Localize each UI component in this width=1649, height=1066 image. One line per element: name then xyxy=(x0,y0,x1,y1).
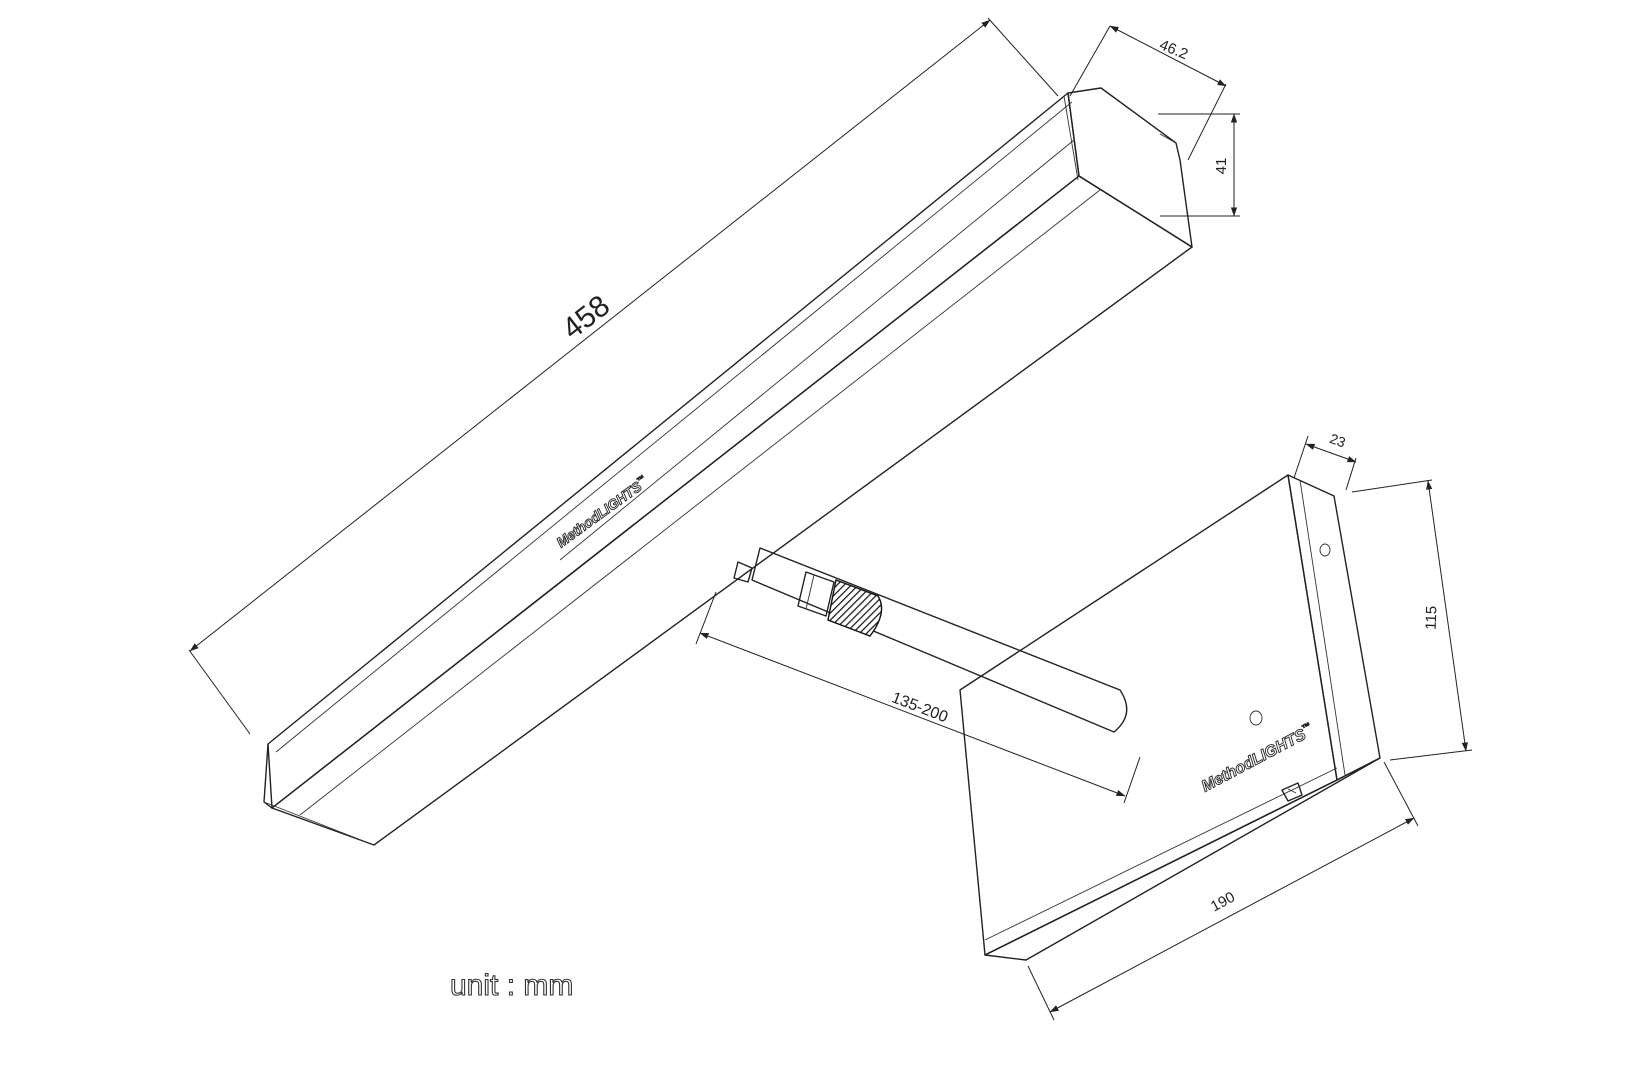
arm-rod xyxy=(751,547,1128,733)
light-bar-top-face xyxy=(267,92,1080,809)
arm-collar xyxy=(797,571,835,617)
svg-text:MethodLIGHTS™: MethodLIGHTS™ xyxy=(553,473,651,550)
dimension-base-depth-label: 23 xyxy=(1328,430,1348,450)
dimension-arm-length-label: 135-200 xyxy=(889,689,950,726)
base-front-hole xyxy=(1249,710,1263,726)
unit-label: unit : mm xyxy=(450,969,573,1002)
arm-knurled-knob xyxy=(827,579,883,637)
dimension-base-width: 190 xyxy=(1027,761,1419,1021)
dimension-length-label: 458 xyxy=(556,289,616,346)
light-bar-end-cap xyxy=(1067,87,1193,248)
base-brand-name-part1: Method xyxy=(1199,753,1258,795)
dimension-head-width: 46.2 xyxy=(1069,25,1227,161)
dimension-base-height-label: 115 xyxy=(1423,606,1441,631)
bar-brand-name-part1: Method xyxy=(553,508,603,550)
bar-brand-logo: MethodLIGHTS™ xyxy=(553,473,651,551)
dimension-base-width-label: 190 xyxy=(1208,889,1238,916)
light-bar xyxy=(263,87,1193,846)
base-side-screw-hole xyxy=(1319,543,1331,557)
bar-brand-name-part2: LIGHTS xyxy=(594,478,645,522)
light-bar-front-face xyxy=(271,175,1193,846)
arm-bracket xyxy=(733,561,753,583)
dimension-base-depth: 23 xyxy=(1293,430,1357,491)
wall-base xyxy=(959,474,1381,961)
dimension-head-height: 41 xyxy=(1158,113,1240,217)
dimension-arm-length: 135-200 xyxy=(695,591,1141,804)
base-switch xyxy=(1281,782,1303,802)
base-brand-name-part2: LIGHTS xyxy=(1249,726,1309,769)
dimension-base-height: 115 xyxy=(1351,479,1473,761)
dimension-length: 458 xyxy=(188,17,1059,735)
base-bottom-face xyxy=(984,757,1381,961)
dimension-head-height-label: 41 xyxy=(1213,158,1230,175)
base-front-face xyxy=(959,474,1338,956)
